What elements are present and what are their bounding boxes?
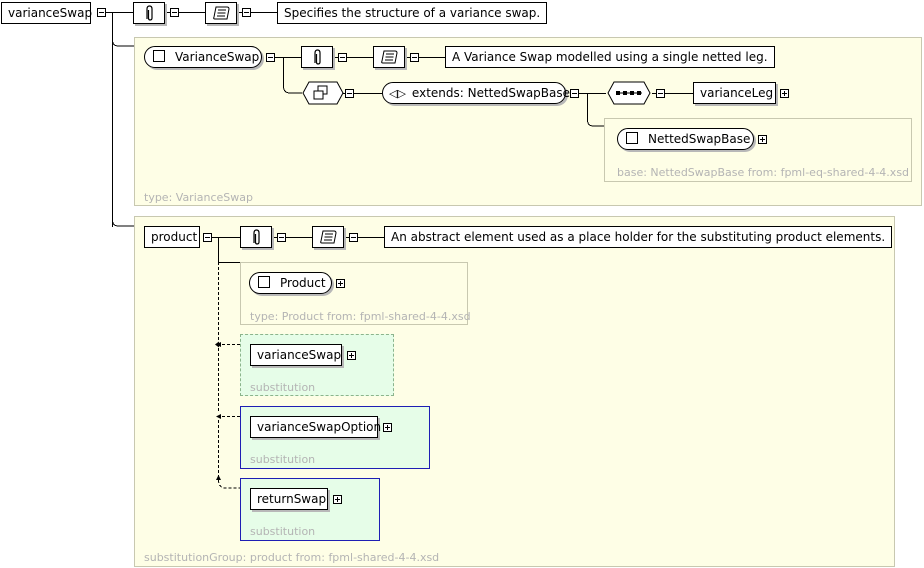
scroll-icon [320, 230, 337, 244]
root-annotation-label: Specifies the structure of a variance sw… [284, 6, 541, 20]
complex-type-icon [153, 50, 165, 62]
substitution-element-box[interactable]: varianceSwapOption [250, 416, 382, 438]
documentation-icon-box[interactable] [373, 46, 405, 68]
root-element-name: varianceSwap [8, 6, 93, 20]
netted-swap-base-name: NettedSwapBase [648, 132, 751, 146]
type-panel-caption: type: VarianceSwap [144, 191, 253, 204]
substitution-element-name: varianceSwap [257, 348, 342, 362]
complex-type-icon [626, 132, 638, 144]
product-element-name: product [151, 230, 198, 244]
extends-box[interactable]: ◁▷ extends: NettedSwapBase [382, 82, 570, 104]
annotation-icon-box[interactable] [133, 2, 165, 24]
annotation-icon-box[interactable] [240, 226, 272, 248]
substitution-caption: substitution [250, 525, 316, 538]
variance-swap-type-name: VarianceSwap [175, 50, 260, 64]
scroll-icon [213, 6, 230, 20]
variance-leg-name: varianceLeg [700, 86, 774, 100]
sequence-icon[interactable] [606, 81, 654, 107]
product-type-box[interactable]: Product [249, 272, 332, 294]
collapse-toggle[interactable] [266, 53, 275, 62]
collapse-toggle[interactable] [656, 89, 665, 98]
collapse-toggle[interactable] [345, 89, 354, 98]
documentation-icon-box[interactable] [312, 226, 344, 248]
paperclip-icon [146, 5, 153, 21]
complex-content-icon[interactable] [301, 81, 347, 107]
expand-toggle[interactable] [347, 351, 356, 360]
collapse-toggle[interactable] [277, 233, 286, 242]
root-element-box[interactable]: varianceSwap [1, 2, 93, 24]
substitution-group-caption: substitutionGroup: product from: fpml-sh… [144, 551, 440, 564]
substitution-caption: substitution [250, 453, 316, 466]
product-type-caption: type: Product from: fpml-shared-4-4.xsd [250, 310, 471, 323]
type-annotation-text: A Variance Swap modelled using a single … [445, 46, 775, 68]
type-annotation-label: A Variance Swap modelled using a single … [452, 50, 768, 64]
substitution-caption: substitution [250, 381, 316, 394]
expand-toggle[interactable] [336, 279, 345, 288]
expand-toggle[interactable] [333, 495, 342, 504]
collapse-toggle[interactable] [338, 53, 347, 62]
netted-swap-base-type-box[interactable]: NettedSwapBase [617, 128, 754, 150]
expand-toggle[interactable] [780, 89, 789, 98]
collapse-toggle[interactable] [203, 233, 212, 242]
documentation-icon-box[interactable] [205, 2, 237, 24]
product-element-box[interactable]: product [144, 226, 200, 248]
product-type-name: Product [280, 276, 326, 290]
product-annotation-label: An abstract element used as a place hold… [391, 230, 886, 244]
collapse-toggle[interactable] [410, 53, 419, 62]
collapse-toggle[interactable] [97, 8, 106, 17]
root-annotation-text: Specifies the structure of a variance sw… [277, 2, 548, 24]
base-type-caption: base: NettedSwapBase from: fpml-eq-share… [617, 166, 910, 179]
substitution-element-name: varianceSwapOption [257, 420, 382, 434]
complex-type-icon [258, 276, 270, 288]
expand-toggle[interactable] [758, 135, 767, 144]
substitution-element-name: returnSwap [257, 492, 327, 506]
expand-toggle[interactable] [383, 423, 392, 432]
paperclip-icon [253, 229, 260, 245]
variance-leg-element-box[interactable]: varianceLeg [693, 82, 776, 104]
annotation-icon-box[interactable] [301, 46, 333, 68]
scroll-icon [381, 50, 398, 64]
substitution-element-box[interactable]: varianceSwap [250, 344, 342, 366]
collapse-toggle[interactable] [570, 89, 579, 98]
extends-label: extends: NettedSwapBase [411, 86, 571, 100]
collapse-toggle[interactable] [242, 8, 251, 17]
product-annotation-text: An abstract element used as a place hold… [384, 226, 893, 248]
substitution-element-box[interactable]: returnSwap [250, 488, 328, 510]
variance-swap-type-box[interactable]: VarianceSwap [144, 46, 262, 68]
paperclip-icon [314, 49, 321, 65]
extends-icon: ◁▷ [389, 87, 406, 100]
collapse-toggle[interactable] [170, 8, 179, 17]
collapse-toggle[interactable] [349, 233, 358, 242]
